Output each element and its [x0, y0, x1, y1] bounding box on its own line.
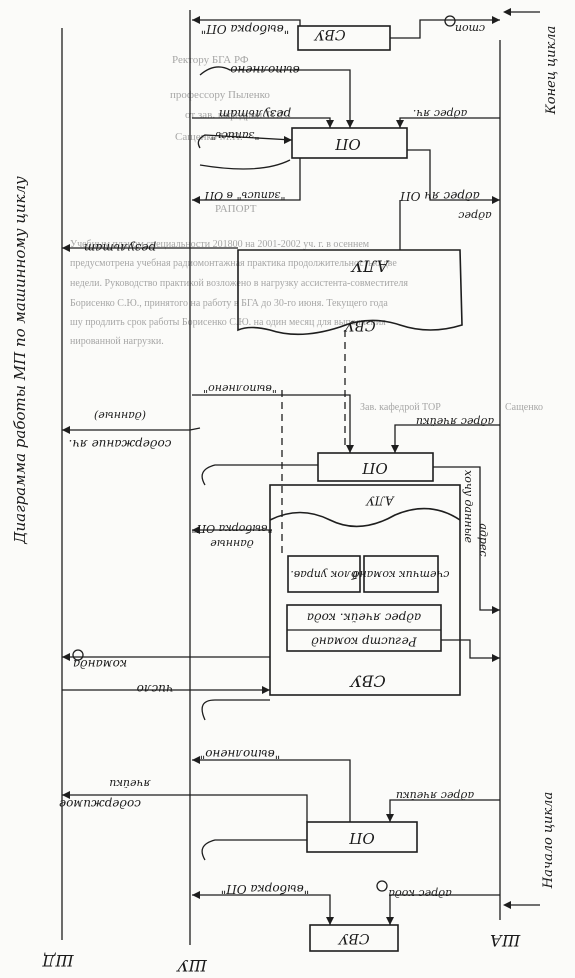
signal-label: "выборка ОП"	[221, 882, 309, 896]
signal-label: адрес яч ОП	[400, 189, 480, 203]
signal-label: результат	[84, 241, 156, 255]
signal-label: команда	[73, 657, 127, 671]
signal-label: адрес ячейки	[416, 415, 494, 428]
bleed-line: Сащенко	[505, 402, 543, 413]
bleed-line: недели. Руководство практикой возложено …	[70, 278, 408, 289]
block-alu: АЛУ СВУ	[237, 249, 463, 336]
block-label: СВУ	[344, 317, 376, 333]
diagram-title: Диаграмма работы МП по машинному циклу	[11, 176, 29, 545]
signal-label: адрес кода	[388, 887, 451, 900]
signal-label: "запись"	[211, 129, 260, 142]
signal-label: "выполнено"	[203, 382, 277, 395]
signal-label: "выборка ОП"	[191, 522, 272, 535]
cycle-start-label: Начало цикла	[541, 792, 556, 889]
block-label: АЛУ	[350, 257, 389, 276]
block-cpu-top: СВУ	[297, 25, 391, 51]
block-label: СВУ	[314, 26, 346, 42]
signal-label: результат	[219, 107, 291, 121]
block-cpu-big: АЛУ блок управ. счетчик команд адрес яче…	[269, 484, 461, 696]
signal-label: ячейки	[109, 777, 150, 790]
block-label: адрес ячейк. кода	[307, 611, 421, 625]
bleed-line: профессору Пыленко	[170, 89, 270, 101]
block-label: ОП	[361, 459, 387, 477]
block-label: ОП	[348, 829, 374, 847]
block-label: Регистр команд	[311, 635, 418, 649]
block-op-4: ОП	[306, 821, 418, 853]
bleed-line: предусмотрена учебная радиомонтажная пра…	[70, 258, 397, 269]
bus-label-data: ШД	[41, 951, 74, 970]
signal-label: "запись" в ОП	[204, 189, 285, 202]
block-cpu-bottom: СВУ	[309, 924, 399, 952]
signal-label: адрес яч.	[413, 107, 467, 120]
signal-label: адрес	[477, 523, 490, 556]
bleed-through-text: Ректору БГА РФ профессору Пыленко от зав…	[70, 54, 543, 413]
block-label: счетчик команд	[352, 568, 449, 581]
block-label: ОП	[334, 135, 360, 153]
bleed-line: Учебным планом специальности 201800 на 2…	[70, 239, 370, 250]
signal-label: "выполнено"	[200, 747, 281, 761]
bleed-line: шу продлить срок работы Борисенко С.Ю. н…	[70, 317, 386, 328]
bleed-line: РАПОРТ	[215, 203, 257, 215]
block-label: СВУ	[338, 930, 370, 946]
block-op-3: ОП	[317, 452, 434, 482]
signal-label: выполнено	[230, 63, 300, 77]
signal-label: (данные)	[94, 409, 146, 422]
signal-label: адрес ячейки	[396, 789, 474, 802]
signal-label: число	[137, 682, 174, 696]
arrow-heads	[62, 16, 500, 925]
signal-label: данные	[210, 537, 254, 550]
signal-label: стоп	[455, 22, 485, 35]
bus-label-address: ША	[490, 931, 521, 950]
bleed-line: нированной нагрузки.	[70, 336, 164, 347]
bleed-line: Борисенко С.Ю., принятого на работу в БГ…	[70, 298, 388, 309]
bleed-line: Зав. кафедрой ТОР	[360, 402, 441, 413]
signal-label: содержимое	[59, 797, 141, 811]
signal-labels: "выборка ОП" стоп выполнено результат ад…	[59, 15, 494, 900]
block-label: СВУ	[349, 672, 386, 691]
cycle-end-label: Конец цикла	[544, 26, 559, 116]
bleed-line: Ректору БГА РФ	[172, 54, 249, 66]
signal-label: хочу данные	[462, 470, 475, 544]
signal-label: "выборка ОП"	[201, 22, 289, 36]
block-label: блок управ.	[290, 568, 357, 581]
bus-label-control: ШУ	[176, 956, 208, 975]
block-label: АЛУ	[365, 494, 395, 508]
block-op-1: ОП	[291, 127, 408, 159]
signal-label: содержание яч.	[69, 437, 172, 451]
bleed-line: Сащенко М.П.	[175, 131, 243, 143]
bus-lines	[61, 10, 501, 945]
signal-label: адрес	[458, 209, 491, 222]
